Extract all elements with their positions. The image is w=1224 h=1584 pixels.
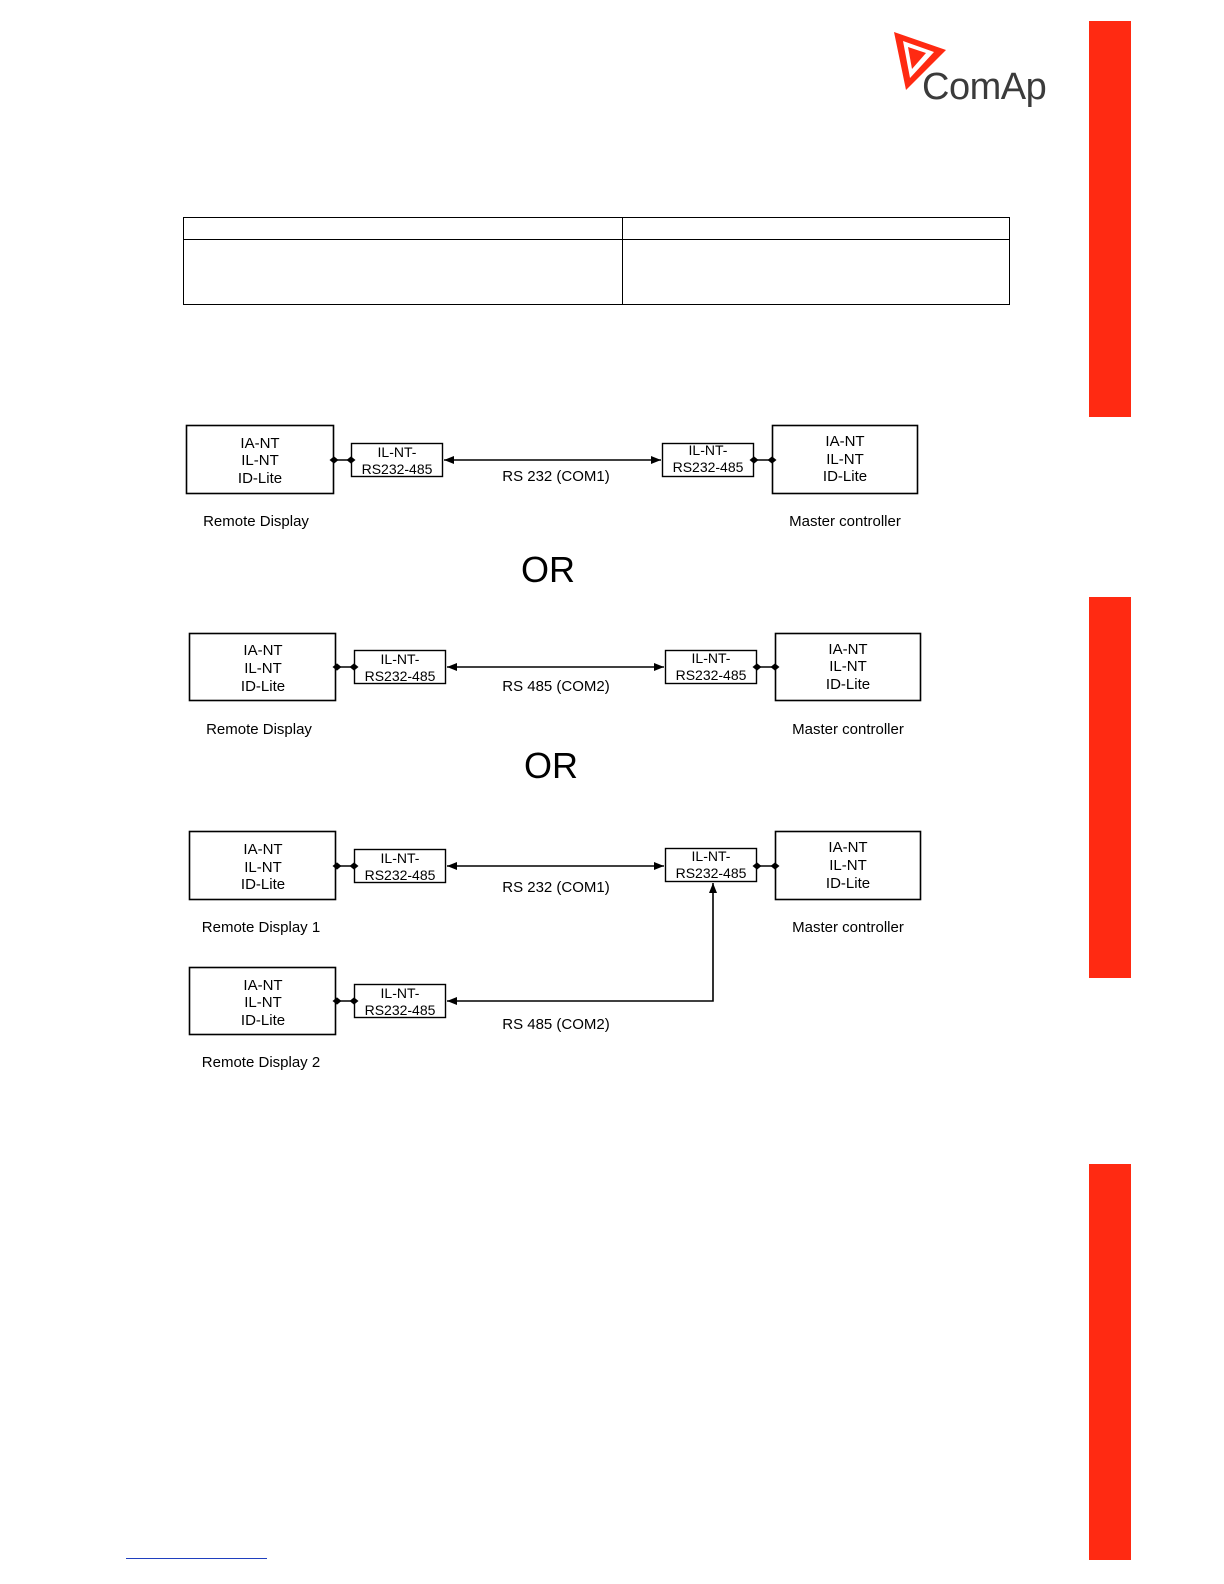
box-line: IA-NT	[828, 641, 867, 658]
box-line: ID-Lite	[823, 468, 867, 485]
master-controller-caption: Master controller	[792, 919, 904, 936]
box-line: ID-Lite	[238, 470, 282, 487]
converter-line: IL-NT-	[381, 651, 420, 667]
box-line: IA-NT	[828, 839, 867, 856]
converter-box	[350, 442, 444, 478]
remote-display-box	[188, 632, 337, 702]
box-line: IL-NT	[244, 660, 282, 677]
converter-line: RS232-485	[676, 865, 747, 881]
or-separator: OR	[524, 745, 578, 786]
converter-line: RS232-485	[365, 1002, 436, 1018]
box-line: IA-NT	[825, 433, 864, 450]
comap-logo: ComAp	[888, 28, 1058, 118]
table-cell	[183, 239, 623, 305]
comap-triangle-logo-icon	[894, 32, 946, 90]
box-line: ID-Lite	[241, 1012, 285, 1029]
header-table	[183, 217, 1010, 305]
side-accent-bar-top	[1089, 21, 1131, 417]
converter-box	[353, 649, 447, 685]
converter-line: IL-NT-	[381, 985, 420, 1001]
master-controller-box	[774, 632, 922, 702]
logo-wordmark: ComAp	[922, 66, 1047, 108]
box-line: IL-NT	[241, 452, 279, 469]
box-line: IA-NT	[243, 977, 282, 994]
remote-display-caption: Remote Display	[203, 513, 309, 530]
remote-display-caption: Remote Display	[206, 721, 312, 738]
box-line: IA-NT	[240, 435, 279, 452]
converter-line: IL-NT-	[689, 442, 728, 458]
converter-line: IL-NT-	[381, 850, 420, 866]
converter-line: IL-NT-	[692, 848, 731, 864]
box-line: IA-NT	[243, 642, 282, 659]
remote-display-1-box	[188, 830, 337, 901]
remote-display-box	[185, 424, 335, 495]
footer-rule	[126, 1558, 267, 1559]
master-controller-caption: Master controller	[789, 513, 901, 530]
box-line: IL-NT	[826, 451, 864, 468]
diagram-section-1: IA-NT IL-NT ID-Lite IL-NT- RS232-485 IL-…	[185, 424, 919, 530]
table-cell	[622, 239, 1010, 305]
converter-line: IL-NT-	[692, 650, 731, 666]
side-accent-bar-bottom	[1089, 1164, 1131, 1560]
link-arrow-bent	[447, 883, 717, 1005]
or-separator: OR	[521, 549, 575, 590]
remote-display-2-box	[188, 966, 337, 1036]
box-line: IL-NT	[244, 859, 282, 876]
side-accent-bar-middle	[1089, 597, 1131, 978]
box-line: ID-Lite	[826, 676, 870, 693]
box-line: ID-Lite	[241, 876, 285, 893]
box-line: ID-Lite	[241, 678, 285, 695]
link-label-bottom: RS 485 (COM2)	[502, 1016, 610, 1033]
converter-line: RS232-485	[365, 867, 436, 883]
link-label: RS 232 (COM1)	[502, 468, 610, 485]
converter-line: RS232-485	[673, 459, 744, 475]
converter-box	[353, 848, 447, 884]
box-line: IA-NT	[243, 841, 282, 858]
converter-line: RS232-485	[676, 667, 747, 683]
remote-display-2-caption: Remote Display 2	[202, 1054, 320, 1071]
link-label-top: RS 232 (COM1)	[502, 879, 610, 896]
master-controller-caption: Master controller	[792, 721, 904, 738]
link-label: RS 485 (COM2)	[502, 678, 610, 695]
converter-line: RS232-485	[362, 461, 433, 477]
box-line: IL-NT	[829, 857, 867, 874]
diagram-section-3: IA-NT IL-NT ID-Lite IL-NT- RS232-485 IL-…	[188, 830, 922, 1071]
converter-box	[353, 983, 447, 1019]
converter-line: IL-NT-	[378, 444, 417, 460]
box-line: IL-NT	[244, 994, 282, 1011]
remote-display-1-caption: Remote Display 1	[202, 919, 320, 936]
box-line: IL-NT	[829, 658, 867, 675]
converter-line: RS232-485	[365, 668, 436, 684]
box-line: ID-Lite	[826, 875, 870, 892]
diagram-section-2: IA-NT IL-NT ID-Lite IL-NT- RS232-485 IL-…	[188, 632, 922, 738]
